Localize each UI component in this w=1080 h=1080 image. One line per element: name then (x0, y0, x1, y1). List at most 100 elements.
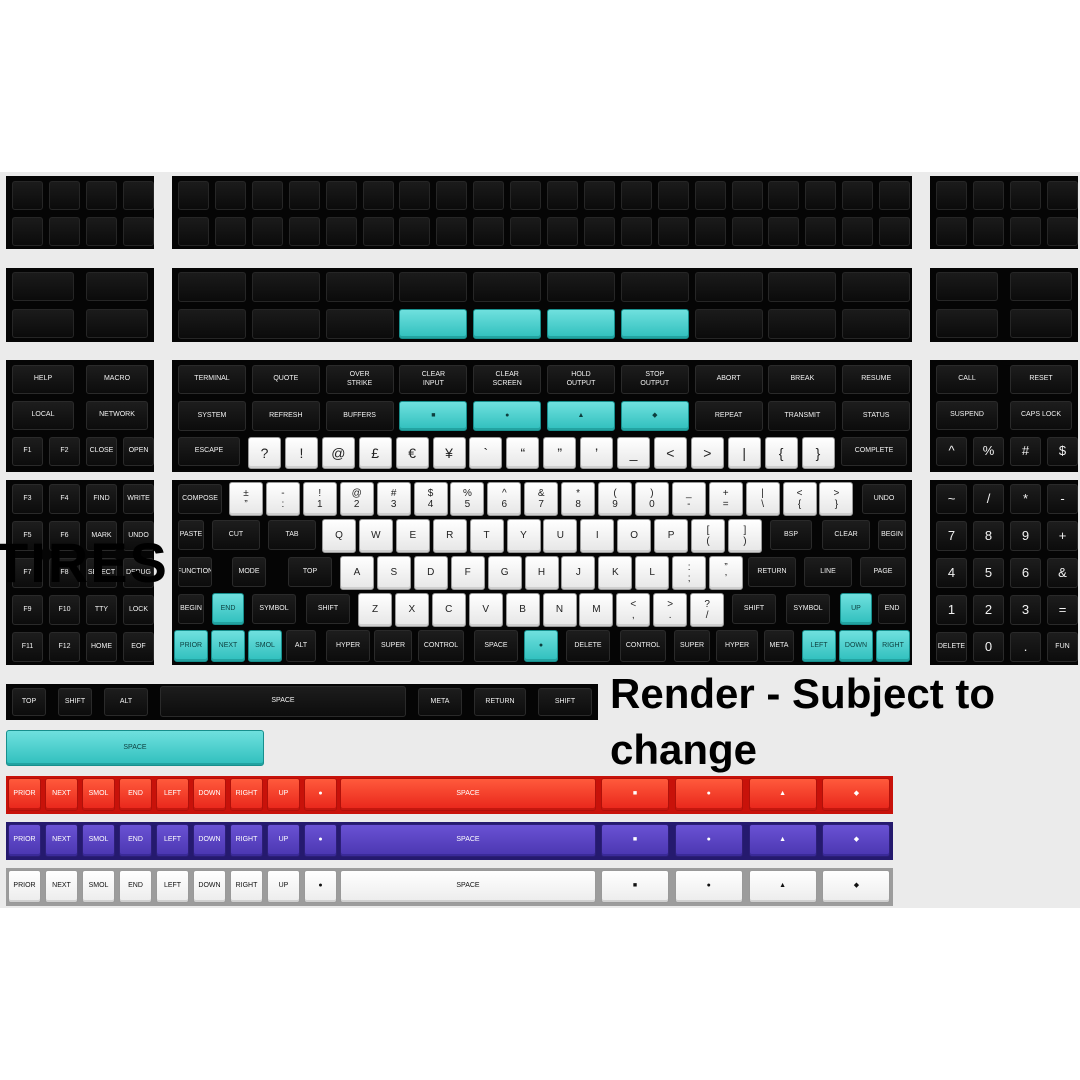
key-shift: SHIFT (58, 688, 92, 716)
blank-key (694, 272, 763, 302)
key-super: SUPER (674, 630, 710, 662)
key-red-symbol: ● (304, 778, 337, 811)
key-mark: MARK (86, 521, 117, 551)
key-system: SYSTEM (178, 401, 246, 431)
blank-key (362, 217, 394, 246)
key-symbol: + (1047, 521, 1078, 551)
key-symbol: >} (819, 482, 854, 516)
key-y: Y (506, 519, 541, 553)
key-red-symbol: ■ (601, 778, 669, 811)
blank-key (731, 217, 763, 246)
blank-key (436, 217, 468, 246)
blank-key (1010, 217, 1041, 246)
key-f8: F8 (49, 558, 80, 588)
key-symbol: = (1047, 595, 1078, 625)
render-note: Render - Subject to change (610, 670, 996, 773)
key-7: 7 (936, 521, 967, 551)
key-symbol: _ (617, 437, 650, 469)
blank-key (325, 181, 357, 210)
key-reset: RESET (1010, 365, 1072, 394)
key-hyper: HYPER (326, 630, 370, 662)
key-red-prior: PRIOR (8, 778, 41, 811)
blank-key (583, 181, 615, 210)
key-symbol: ^ (936, 437, 967, 466)
key-purple-down: DOWN (193, 824, 226, 857)
key-alt: ALT (286, 630, 316, 662)
key-white-left: LEFT (156, 870, 189, 903)
key-alt: ALT (104, 688, 148, 716)
blank-key (731, 181, 763, 210)
key-paste: PASTE (178, 520, 204, 550)
blank-key (510, 217, 542, 246)
key-f: F (450, 556, 485, 590)
key-1: 1 (936, 595, 967, 625)
key-white-space: SPACE (340, 870, 596, 903)
key-symbol: ’ (580, 437, 614, 469)
key-prior: PRIOR (174, 630, 208, 662)
key-o: O (617, 519, 652, 553)
key-purple-up: UP (267, 824, 300, 857)
key-symbol: ? (248, 437, 281, 469)
cyan-blank-key (399, 309, 468, 339)
key-symbol: SYMBOL (786, 594, 830, 624)
blank-key (178, 309, 246, 339)
blank-key (12, 181, 43, 210)
key-legend-symbol: ◆ (620, 401, 689, 431)
key-undo: UNDO (123, 521, 154, 551)
key-purple-end: END (119, 824, 152, 857)
key-u: U (543, 519, 578, 553)
key-red-symbol: ▲ (748, 778, 817, 811)
key-down: DOWN (839, 630, 873, 662)
key-purple-symbol: ● (674, 824, 743, 857)
key-suspend: SUSPEND (936, 401, 998, 430)
blank-key (1047, 217, 1078, 246)
key-red-symbol: ● (674, 778, 743, 811)
key-symbol: !1 (302, 482, 337, 516)
blank-key (1010, 272, 1072, 301)
blank-key (510, 181, 542, 210)
key-clear: CLEAR (822, 520, 870, 550)
blank-key (936, 181, 967, 210)
key-red-right: RIGHT (230, 778, 263, 811)
key-white-up: UP (267, 870, 300, 903)
key-control: CONTROL (418, 630, 464, 662)
key-red-symbol: ◆ (822, 778, 891, 811)
blank-key (694, 309, 763, 339)
key-space: SPACE (160, 686, 406, 717)
blank-key (657, 217, 689, 246)
blank-key (547, 217, 578, 246)
key-symbol: ^6 (487, 482, 522, 516)
key-symbol: _- (671, 482, 706, 516)
blank-key (399, 217, 431, 246)
blank-key (12, 272, 74, 301)
blank-key (86, 217, 117, 246)
blank-key (805, 217, 837, 246)
key-white-symbol: ◆ (822, 870, 891, 903)
blank-key (251, 217, 283, 246)
blank-key (694, 217, 726, 246)
key-symbol: )0 (634, 482, 669, 516)
cyan-space-bar: SPACE (6, 730, 264, 766)
key-symbol: ! (284, 437, 318, 469)
key-line: LINE (804, 557, 852, 587)
blank-key (936, 272, 998, 301)
key-abort: ABORT (694, 365, 763, 394)
blank-key (214, 181, 246, 210)
key-white-symbol: ● (674, 870, 743, 903)
key-symbol: / (973, 484, 1004, 514)
blank-key (842, 217, 874, 246)
cyan-blank-key (620, 309, 689, 339)
key-purple-left: LEFT (156, 824, 189, 857)
key-red-end: END (119, 778, 152, 811)
blank-key (547, 181, 578, 210)
key-legend-symbol: ● (473, 401, 542, 431)
key-symbol: @ (321, 437, 355, 469)
key-home: HOME (86, 632, 117, 662)
key-symbol: SYMBOL (252, 594, 296, 624)
key-p: P (654, 519, 689, 553)
key-help: HELP (12, 365, 74, 394)
key-symbol: ±” (229, 482, 263, 516)
key-break: BREAK (768, 365, 837, 394)
